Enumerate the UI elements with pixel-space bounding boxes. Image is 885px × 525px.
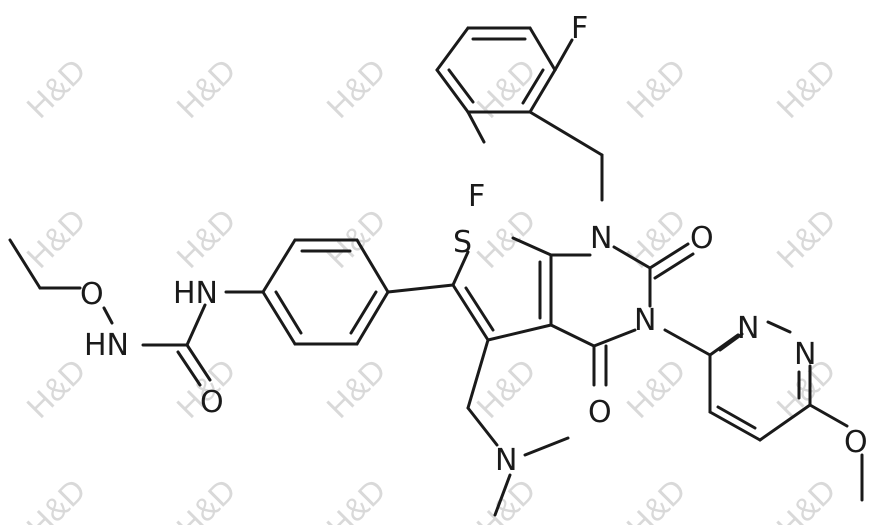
watermark: H&D [319, 352, 392, 425]
amide-nitrogen: HN [84, 328, 129, 363]
ethoxyurea-group [8, 238, 212, 387]
nitrogen-atom: N [590, 221, 612, 256]
watermark: H&D [619, 352, 692, 425]
phenylene-ring [224, 238, 455, 346]
watermark: H&D [169, 472, 242, 525]
watermark: H&D [769, 52, 842, 125]
thienopyrimidine-core [451, 236, 695, 387]
carbonyl-oxygen: O [200, 385, 224, 420]
difluorophenyl-ring [435, 26, 574, 144]
watermark: H&D [469, 472, 542, 525]
watermark: H&D [769, 472, 842, 525]
methoxypyridazine-ring [663, 320, 864, 502]
nitrogen-atom: N [737, 311, 759, 346]
watermark: H&D [619, 472, 692, 525]
ether-oxygen: O [80, 277, 104, 312]
watermark: H&D [319, 202, 392, 275]
fluorine-atom: F [468, 179, 485, 214]
benzyl-linker [528, 110, 604, 202]
fluorine-atom: F [571, 11, 588, 46]
watermark: H&D [19, 202, 92, 275]
watermark: H&D [19, 472, 92, 525]
watermark: H&D [319, 472, 392, 525]
watermark: H&D [19, 352, 92, 425]
watermark: H&D [169, 202, 242, 275]
nitrogen-atom: N [495, 443, 517, 478]
sulfur-atom: S [453, 225, 472, 260]
nitrogen-atom: N [794, 337, 816, 372]
watermark: H&D [619, 52, 692, 125]
watermark: H&D [19, 52, 92, 125]
watermark: H&D [769, 202, 842, 275]
carbonyl-oxygen: O [588, 395, 612, 430]
watermark: H&D [169, 52, 242, 125]
amide-nitrogen: HN [173, 276, 218, 311]
methoxy-oxygen: O [844, 425, 868, 460]
nitrogen-atom: N [634, 303, 656, 338]
carbonyl-oxygen: O [690, 221, 714, 256]
watermark: H&D [319, 52, 392, 125]
dimethylaminomethyl-group [466, 338, 570, 517]
